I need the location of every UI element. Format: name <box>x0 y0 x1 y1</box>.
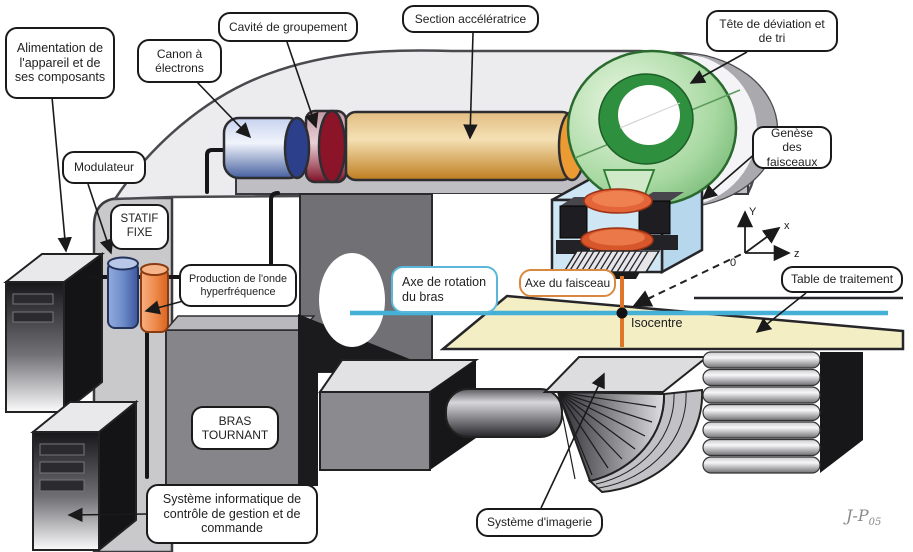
axis-label-y: Y <box>749 206 757 218</box>
accelerating-section-cylinder <box>343 110 587 182</box>
label-beam-axis: Axe du faisceau <box>519 269 616 297</box>
label-accelerating-section: Section accélératrice <box>402 5 539 33</box>
bunching-cavity-cylinder <box>304 109 348 184</box>
label-fixed-stand: STATIF FIXE <box>110 204 169 250</box>
gantry-bore-hole <box>319 253 385 347</box>
counterweight <box>318 359 480 471</box>
label-beam-genesis: Genèse des faisceaux <box>752 126 832 169</box>
signature-year: 05 <box>868 517 882 529</box>
axis-label-z: z <box>794 248 800 260</box>
label-deviation-head: Tête de déviation et de tri <box>706 10 838 52</box>
label-isocentre: Isocentre <box>631 316 683 330</box>
axis-label-x: x <box>784 220 790 232</box>
imaging-system-fan <box>542 356 710 494</box>
label-rotation-axis: Axe de rotation du bras <box>391 266 498 313</box>
isocentre-origin-dashed-line <box>632 251 747 307</box>
axis-origin-label: 0 <box>730 257 736 269</box>
label-rotating-arm: BRAS TOURNANT <box>191 406 279 450</box>
signature-initials: J-P <box>846 506 869 525</box>
signature: J-P05 <box>846 506 881 528</box>
drive-slot <box>39 461 85 474</box>
label-computer-system: Système informatique de contrôle de gest… <box>146 484 318 544</box>
label-power-supply: Alimentation de l'appareil et de ses com… <box>5 27 115 99</box>
drive-slot <box>12 293 54 305</box>
electron-gun-cylinder <box>222 116 311 180</box>
collimator-internals <box>556 188 684 279</box>
label-microwave-production: Production de l'onde hyperfréquence <box>179 264 297 307</box>
drive-slot <box>12 311 54 323</box>
imaging-arm-cylinder <box>445 388 563 438</box>
coordinate-axes <box>736 210 791 262</box>
label-electron-gun: Canon à électrons <box>137 39 222 83</box>
computer-tower-2 <box>30 399 139 552</box>
modulator-cylinders <box>107 256 169 333</box>
table-support <box>702 351 863 474</box>
label-bunching-cavity: Cavité de groupement <box>218 12 358 42</box>
label-treatment-table: Table de traitement <box>781 266 903 293</box>
head-bore <box>618 85 680 145</box>
computer-tower-1 <box>3 252 106 415</box>
drive-slot <box>39 443 85 456</box>
label-modulator: Modulateur <box>62 151 146 184</box>
isocentre-dot <box>616 307 628 319</box>
label-imaging-system: Système d'imagerie <box>476 508 603 537</box>
drive-slot <box>39 479 85 492</box>
